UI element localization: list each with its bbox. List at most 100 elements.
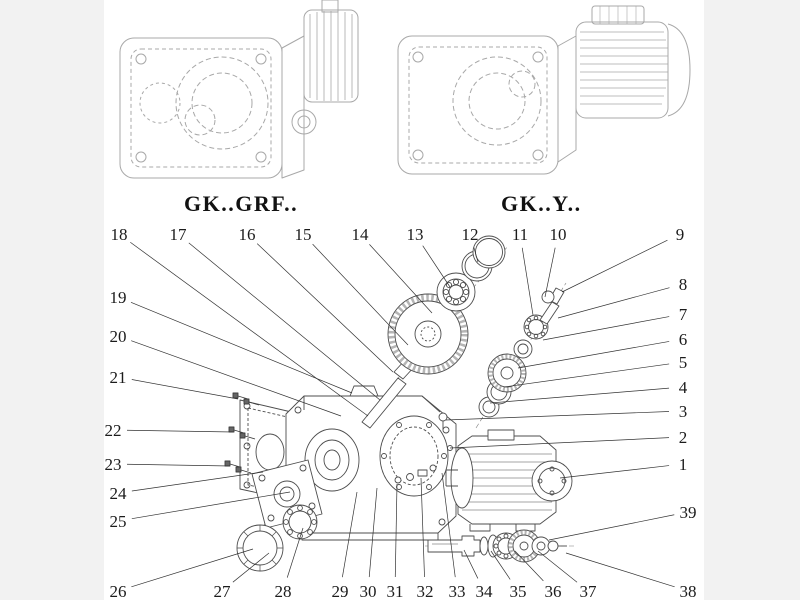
variant-label-gk-grf: GK..GRF.. [184, 191, 299, 216]
part-number-25: 25 [110, 512, 127, 531]
gearbox-grf-drawing [119, 0, 359, 179]
leader-line-29 [342, 491, 358, 578]
leader-line-18 [130, 241, 369, 417]
part-number-16: 16 [239, 225, 256, 244]
leader-line-31 [394, 483, 398, 578]
leader-line-36 [514, 550, 544, 582]
part-number-14: 14 [352, 225, 370, 244]
leader-line-25 [131, 491, 291, 520]
page-margin-left [0, 0, 104, 600]
electric-motor [445, 429, 573, 532]
leader-line-12 [473, 247, 479, 263]
leader-line-33 [441, 472, 456, 578]
leader-line-37 [537, 550, 578, 583]
part-number-1: 1 [679, 455, 688, 474]
part-number-33: 33 [449, 582, 466, 600]
part-number-27: 27 [214, 582, 232, 600]
leader-line-32 [420, 477, 425, 578]
leader-line-15 [312, 243, 409, 346]
leader-line-7 [542, 316, 670, 341]
part-number-3: 3 [679, 402, 688, 421]
leader-line-2 [449, 437, 670, 449]
part-number-35: 35 [510, 582, 527, 600]
part-number-9: 9 [676, 225, 685, 244]
leader-line-27 [232, 552, 270, 583]
leader-line-39 [548, 514, 675, 541]
part-number-30: 30 [360, 582, 377, 600]
leader-line-1 [559, 465, 670, 479]
leader-line-11 [521, 247, 534, 316]
callout-layer: 1234567891011121314151617181920212223242… [105, 225, 697, 600]
leader-line-8 [557, 287, 670, 319]
part-number-4: 4 [679, 378, 688, 397]
part-number-29: 29 [332, 582, 349, 600]
part-number-5: 5 [679, 353, 688, 372]
output-bearing [436, 272, 476, 312]
lower-bearing [282, 504, 318, 540]
part-number-12: 12 [462, 225, 479, 244]
part-number-39: 39 [680, 503, 697, 522]
end-cover-and-seals [236, 459, 323, 572]
part-number-31: 31 [387, 582, 404, 600]
input-pinion-chain [478, 287, 565, 418]
part-number-18: 18 [111, 225, 128, 244]
part-number-19: 19 [110, 288, 127, 307]
leader-line-5 [503, 363, 670, 388]
leader-line-23 [126, 463, 231, 467]
part-number-15: 15 [295, 225, 312, 244]
flange-bolts [224, 392, 260, 474]
part-number-24: 24 [110, 484, 128, 503]
output-gear-chain [361, 235, 506, 429]
leader-line-24 [131, 471, 264, 492]
leader-line-22 [126, 429, 234, 433]
part-number-23: 23 [105, 455, 122, 474]
leader-line-9 [561, 239, 668, 293]
leader-line-34 [463, 549, 479, 579]
leader-line-13 [422, 245, 451, 288]
leader-line-28 [286, 527, 304, 578]
part-number-22: 22 [105, 421, 122, 440]
part-number-10: 10 [550, 225, 567, 244]
leader-line-17 [188, 242, 381, 401]
gearbox-motor-y-drawing [397, 5, 691, 175]
part-number-13: 13 [407, 225, 424, 244]
coupling-fasteners [394, 445, 453, 484]
leader-line-10 [544, 247, 556, 298]
part-number-28: 28 [275, 582, 292, 600]
leader-line-21 [131, 379, 239, 400]
leader-line-35 [490, 550, 511, 580]
part-number-32: 32 [417, 582, 434, 600]
part-number-21: 21 [110, 368, 127, 387]
variant-label-gk-y: GK..Y.. [501, 191, 582, 216]
leader-line-30 [368, 487, 378, 578]
part-number-37: 37 [580, 582, 598, 600]
leader-line-6 [517, 341, 670, 369]
part-number-6: 6 [679, 330, 688, 349]
motor-body [575, 21, 669, 119]
part-number-26: 26 [110, 582, 127, 600]
shim-ring [236, 524, 284, 572]
part-number-34: 34 [476, 582, 494, 600]
part-number-38: 38 [680, 582, 697, 600]
leader-line-38 [565, 552, 675, 588]
page-margin-right [704, 0, 800, 600]
leader-line-19 [130, 301, 353, 394]
part-number-36: 36 [545, 582, 562, 600]
part-number-2: 2 [679, 428, 688, 447]
part-number-7: 7 [679, 305, 688, 324]
output-shaft-assembly [427, 529, 567, 563]
leader-line-4 [489, 387, 670, 404]
leader-line-26 [131, 548, 254, 588]
part-number-17: 17 [170, 225, 188, 244]
motor-fan-end [667, 23, 691, 117]
breather-plug [438, 412, 448, 430]
motor-flange [557, 35, 577, 163]
leader-line-3 [445, 411, 670, 421]
leader-line-20 [131, 340, 342, 417]
leader-line-14 [369, 244, 433, 314]
leader-line-16 [256, 243, 394, 373]
part-number-20: 20 [110, 327, 127, 346]
part-number-11: 11 [512, 225, 528, 244]
